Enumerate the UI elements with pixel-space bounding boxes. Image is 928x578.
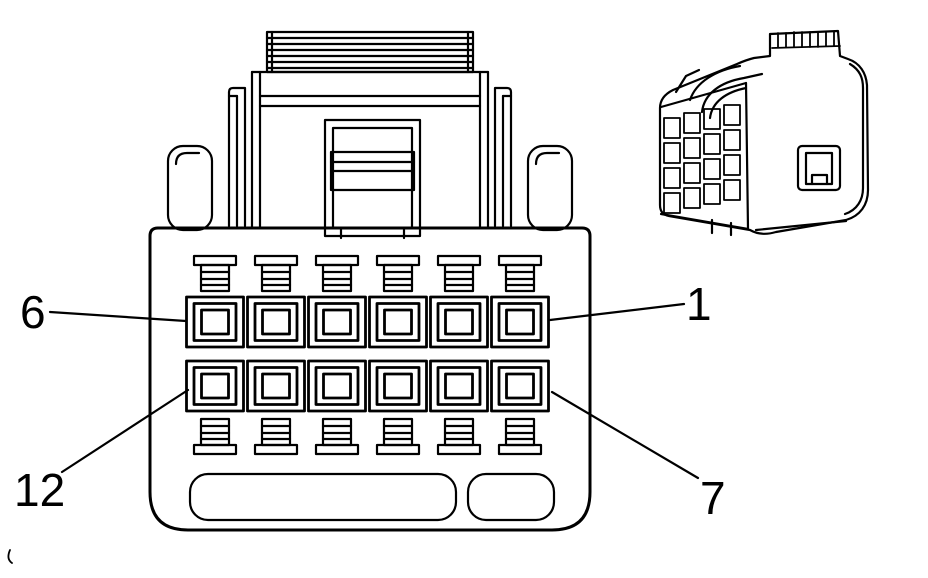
terminal-row-1 <box>185 295 550 349</box>
right-guide-rail <box>493 86 513 228</box>
terminal-cavity-7 <box>490 359 550 413</box>
terminal-cavity-1 <box>490 295 550 349</box>
terminal-cavity-8 <box>429 359 489 413</box>
retainer-slot <box>192 254 238 293</box>
leader-line-pin1 <box>548 302 686 322</box>
callouts: 6 1 12 7 <box>14 278 726 524</box>
lower-slot-row <box>192 417 543 456</box>
pin-label-12: 12 <box>14 464 65 516</box>
terminal-cavity-9 <box>368 359 428 413</box>
retainer-slot <box>375 417 421 456</box>
pin-label-1: 1 <box>686 278 712 330</box>
lock-block-3d <box>771 31 841 49</box>
bottom-recesses <box>188 472 556 522</box>
upper-housing-walls <box>250 70 490 230</box>
retainer-slot <box>497 417 543 456</box>
retainer-slot <box>436 254 482 293</box>
right-face-details <box>710 62 865 237</box>
retainer-slot <box>192 417 238 456</box>
retainer-slot <box>314 417 360 456</box>
retainer-slot <box>375 254 421 293</box>
leader-line-pin7 <box>550 390 700 480</box>
pin-label-7: 7 <box>700 472 726 524</box>
lock-rib-stack <box>265 30 475 74</box>
top-surface-contours <box>674 64 764 120</box>
retainer-slot <box>497 254 543 293</box>
leader-line-pin6 <box>48 310 188 323</box>
terminal-cavity-10 <box>307 359 367 413</box>
retainer-slot <box>314 254 360 293</box>
retainer-slot <box>253 417 299 456</box>
left-ear-tab <box>166 144 214 232</box>
left-guide-rail <box>227 86 247 228</box>
retainer-slot <box>436 417 482 456</box>
terminal-row-2 <box>185 359 550 413</box>
terminal-cavity-4 <box>307 295 367 349</box>
pin-label-6: 6 <box>20 286 46 338</box>
terminal-cavity-5 <box>246 295 306 349</box>
connector-body-outline <box>148 226 592 532</box>
terminal-cavity-6 <box>185 295 245 349</box>
terminal-cavity-3 <box>368 295 428 349</box>
leader-line-pin12 <box>60 388 190 474</box>
connector-front-view <box>148 30 592 532</box>
connector-perspective-view <box>658 29 870 237</box>
terminal-cavity-2 <box>429 295 489 349</box>
right-ear-tab <box>526 144 574 232</box>
front-face-edges <box>659 81 750 231</box>
terminal-cavity-12 <box>185 359 245 413</box>
retainer-slot <box>253 254 299 293</box>
pin-hole-grid <box>663 104 741 214</box>
terminal-cavity-11 <box>246 359 306 413</box>
stray-mark <box>7 549 13 564</box>
center-latch <box>323 118 422 240</box>
upper-slot-row <box>192 254 543 293</box>
